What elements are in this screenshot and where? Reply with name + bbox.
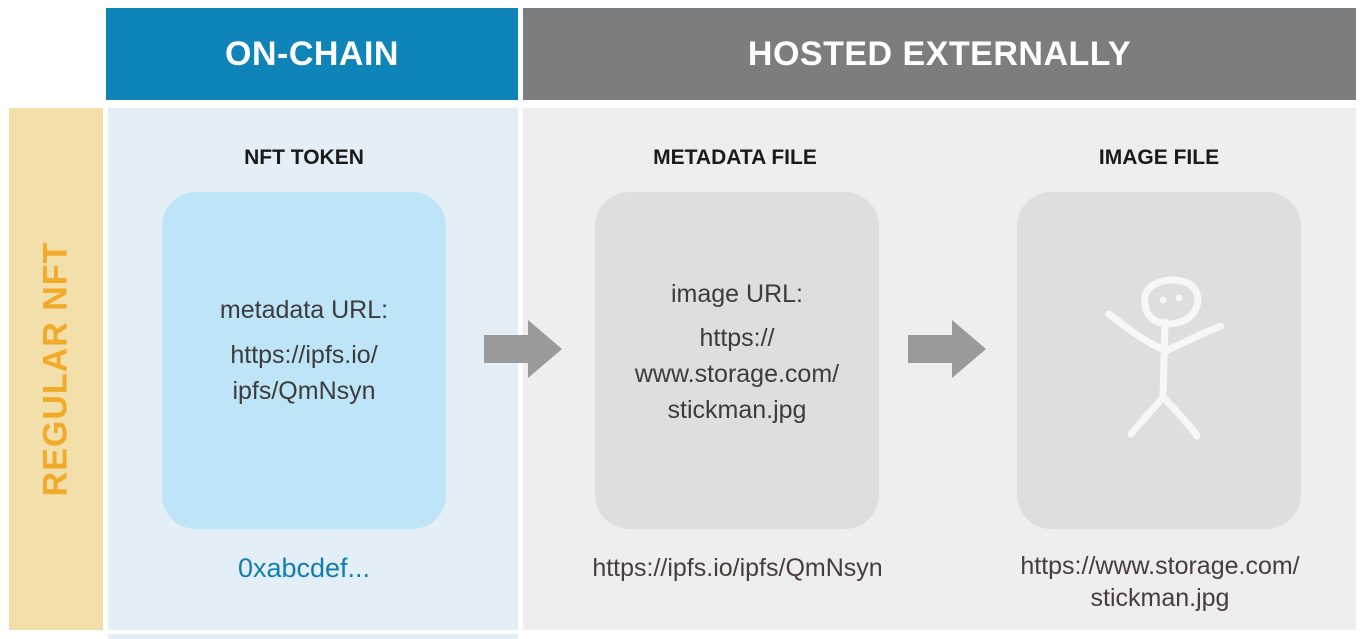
arrow-right-icon [908,320,986,378]
nft-token-card: metadata URL: https://ipfs.io/ ipfs/QmNs… [162,192,446,529]
hosted-externally-header: HOSTED EXTERNALLY [523,8,1356,100]
caption-line: https://www.storage.com/ [1020,552,1300,580]
metadata-file-title: METADATA FILE [653,146,817,169]
caption-line: 0xabcdef... [237,553,371,583]
card-line: ipfs/QmNsyn [232,377,376,405]
image-file-title: IMAGE FILE [1098,146,1220,169]
card-line: metadata URL: [219,296,389,324]
caption-line: https://ipfs.io/ipfs/QmNsyn [592,554,883,582]
nft-token-caption: 0xabcdef... [162,552,446,584]
row-label-text: REGULAR NFT [36,241,75,497]
card-line: https://ipfs.io/ [230,341,378,369]
row-label-regular-nft: REGULAR NFT [9,108,103,630]
card-line: stickman.jpg [667,396,807,424]
caption-line: stickman.jpg [1090,584,1230,612]
on-chain-panel-bottom-strip [108,634,518,639]
nft-token-title: NFT TOKEN [244,146,364,169]
metadata-file-caption: https://ipfs.io/ipfs/QmNsyn [545,552,930,584]
card-line: https:// [699,324,775,352]
card-line: www.storage.com/ [634,360,840,388]
metadata-file-card: image URL: https:// www.storage.com/ sti… [595,192,879,529]
arrow-right-icon [484,320,562,378]
card-line: image URL: [671,280,803,308]
on-chain-header: ON-CHAIN [106,8,518,100]
image-file-caption: https://www.storage.com/ stickman.jpg [985,550,1335,614]
on-chain-header-label: ON-CHAIN [225,34,399,73]
stickman-icon [1105,276,1225,440]
image-file-card [1017,192,1301,529]
hosted-externally-header-label: HOSTED EXTERNALLY [747,34,1132,73]
